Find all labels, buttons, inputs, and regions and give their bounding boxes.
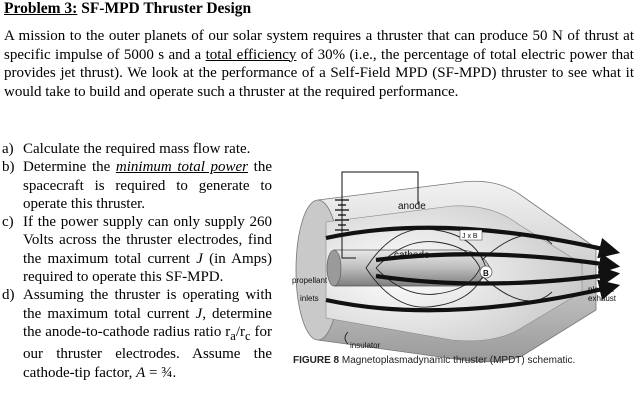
label-propellant: propellant <box>292 276 328 285</box>
question-text: the spacecraft is required to generate t… <box>23 159 272 212</box>
problem-label: Problem 3: <box>4 0 78 17</box>
variable-a: A <box>136 364 146 381</box>
intro-text-1: A mission to the outer planets of our so… <box>4 28 634 63</box>
question-marker: b) <box>2 159 15 176</box>
question-marker: d) <box>2 287 15 304</box>
label-plasma: plasma <box>588 285 614 294</box>
question-text: If the power supply can only supply 260 … <box>23 214 272 267</box>
question-text: (in Amps) required to operate this SF-MP… <box>23 250 272 286</box>
question-a: a) Calculate the required mass flow rate… <box>0 140 272 158</box>
power-supply-circuit <box>335 171 419 259</box>
variable-j: J <box>196 250 203 267</box>
problem-name: SF-MPD Thruster Design <box>81 0 252 17</box>
figure-number: FIGURE 8 <box>293 355 340 366</box>
label-inlets: inlets <box>300 294 319 303</box>
jxb-box <box>459 229 483 241</box>
label-insulator: insulator <box>350 341 381 350</box>
variable-j: J <box>195 305 203 322</box>
insulator-pointer <box>344 331 349 345</box>
figure-caption: FIGURE 8 Magnetoplasmadynamic thruster (… <box>293 355 638 366</box>
question-marker: c) <box>2 214 14 231</box>
question-text: /r <box>235 323 246 340</box>
mpd-thruster-schematic: anode cathode J x B B propellant inlets … <box>292 171 621 363</box>
question-b: b) Determine the minimum total power the… <box>0 158 272 213</box>
question-text: for our thruster electrodes. Assume the … <box>23 323 272 381</box>
question-c: c) If the power supply can only supply 2… <box>0 213 272 286</box>
label-anode: anode <box>398 201 426 212</box>
subscript-a: a <box>230 328 236 343</box>
question-text: Determine the <box>23 159 116 176</box>
label-jxb: J x B <box>462 233 478 240</box>
figure-caption-text: Magnetoplasmadynamic thruster (MPDT) sch… <box>339 355 576 366</box>
question-text: , determine the anode-to-cathode radius … <box>23 305 272 340</box>
question-text: Calculate the required mass flow rate. <box>23 141 251 157</box>
intro-underlined: total efficiency <box>205 46 297 63</box>
question-marker: a) <box>2 141 14 157</box>
question-emphasis: minimum total power <box>115 159 249 176</box>
intro-paragraph: A mission to the outer planets of our so… <box>4 27 634 101</box>
label-cathode: cathode <box>394 250 430 261</box>
label-b: B <box>483 269 489 278</box>
problem-title: Problem 3: SF-MPD Thruster Design <box>4 0 251 18</box>
subscript-c: c <box>245 328 251 343</box>
question-d: d) Assuming the thruster is operating wi… <box>0 286 272 381</box>
b-field-marker <box>479 265 493 279</box>
intro-text-2: of 30% (i.e., the percentage of total el… <box>4 46 634 100</box>
question-list: a) Calculate the required mass flow rate… <box>0 140 272 382</box>
question-text: = ¾. <box>145 364 177 381</box>
question-text: Assuming the thruster is operating with … <box>23 287 272 322</box>
battery-icon <box>335 199 349 231</box>
label-exhaust: exhaust <box>588 294 617 303</box>
plasma-flow-arrows <box>325 225 621 313</box>
